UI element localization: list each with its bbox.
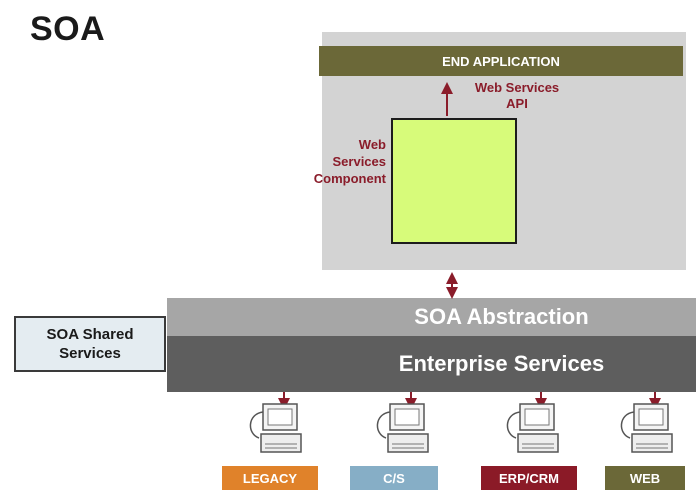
soa-abstraction-bar: SOA Abstraction	[167, 298, 696, 336]
erp-crm-system-label: ERP/CRM	[481, 466, 577, 490]
component-label-line-1: Web	[358, 137, 386, 152]
cs-system-label: C/S	[350, 466, 438, 490]
end-application-bar: END APPLICATION	[319, 46, 683, 76]
web-services-component-box	[391, 118, 517, 244]
web-computer-icon	[620, 403, 673, 453]
component-label-line-3: Component	[313, 171, 386, 186]
web-system-label: WEB	[605, 466, 685, 490]
api-label-line-2: API	[506, 96, 528, 111]
legacy-computer-icon	[249, 403, 302, 453]
shared-services-line-2: Services	[59, 345, 121, 362]
enterprise-services-bar: Enterprise Services	[167, 336, 696, 392]
web-services-component-label: Web Services Component	[288, 136, 386, 187]
cs-computer-icon	[376, 403, 429, 453]
shared-services-line-1: SOA Shared	[46, 326, 134, 343]
diagram-title: SOA	[30, 10, 106, 48]
web-services-api-label: Web Services API	[452, 80, 582, 112]
component-label-line-2: Services	[332, 154, 387, 169]
api-label-line-1: Web Services	[474, 80, 560, 95]
legacy-system-label: LEGACY	[222, 466, 318, 490]
erp-crm-computer-icon	[506, 403, 559, 453]
soa-shared-services-box: SOA Shared Services	[14, 316, 166, 372]
